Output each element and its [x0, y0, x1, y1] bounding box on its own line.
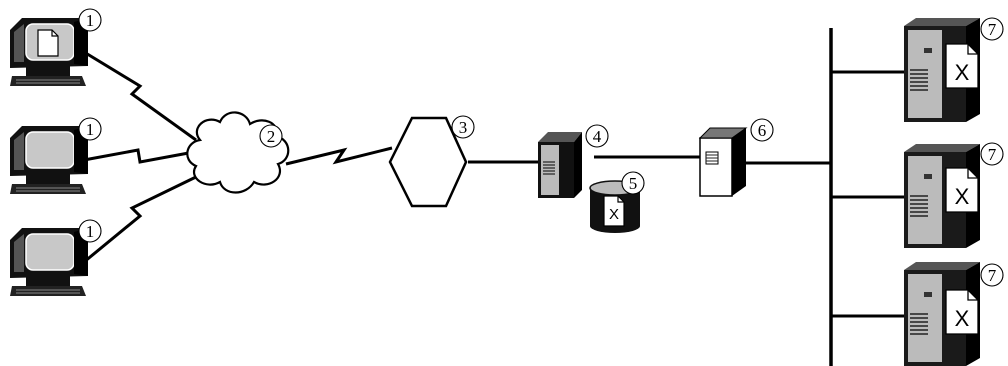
callout-client-2-number: 1 [86, 120, 95, 139]
callout-client-3: 1 [78, 219, 102, 243]
callout-server: 4 [585, 124, 609, 148]
wireless-link-cloud-hexagon [285, 146, 393, 166]
wireless-link-client-2 [83, 148, 195, 164]
callout-hexagon-number: 3 [459, 118, 468, 137]
connection-links [83, 28, 912, 366]
database-file-label: X [609, 206, 619, 223]
backend-server-2: X [903, 143, 981, 249]
callout-client-2: 1 [78, 117, 102, 141]
document-icon [37, 29, 59, 57]
cloud-network [186, 111, 290, 194]
client-workstation-3 [9, 227, 89, 297]
callout-client-3-number: 1 [86, 222, 95, 241]
callout-database: 5 [621, 171, 645, 195]
backend-server-1: X [903, 17, 981, 123]
server-tower [537, 131, 583, 199]
client-workstation-2 [9, 125, 89, 195]
callout-cloud: 2 [259, 124, 283, 148]
callout-backend-2: 7 [980, 142, 1004, 166]
backend-1-file-label: X [955, 60, 970, 85]
callout-hexagon: 3 [451, 115, 475, 139]
callout-client-1-number: 1 [86, 11, 95, 30]
wireless-link-client-3 [83, 174, 199, 264]
callout-client-1: 1 [78, 8, 102, 32]
callout-gateway-number: 6 [758, 121, 767, 140]
callout-backend-3: 7 [980, 263, 1004, 287]
backend-server-3: X [903, 261, 981, 366]
hexagon-node [388, 116, 468, 208]
backend-2-file-label: X [955, 184, 970, 209]
callout-backend-2-number: 7 [988, 145, 997, 164]
gateway-server [698, 127, 748, 197]
backend-3-file-label: X [955, 306, 970, 331]
callout-backend-1-number: 7 [988, 20, 997, 39]
callout-backend-3-number: 7 [988, 266, 997, 285]
wireless-link-client-1 [83, 50, 197, 142]
callout-backend-1: 7 [980, 17, 1004, 41]
callout-database-number: 5 [629, 174, 638, 193]
callout-cloud-number: 2 [267, 127, 276, 146]
client-workstation-1 [9, 17, 89, 87]
callout-server-number: 4 [593, 127, 602, 146]
callout-gateway: 6 [750, 118, 774, 142]
